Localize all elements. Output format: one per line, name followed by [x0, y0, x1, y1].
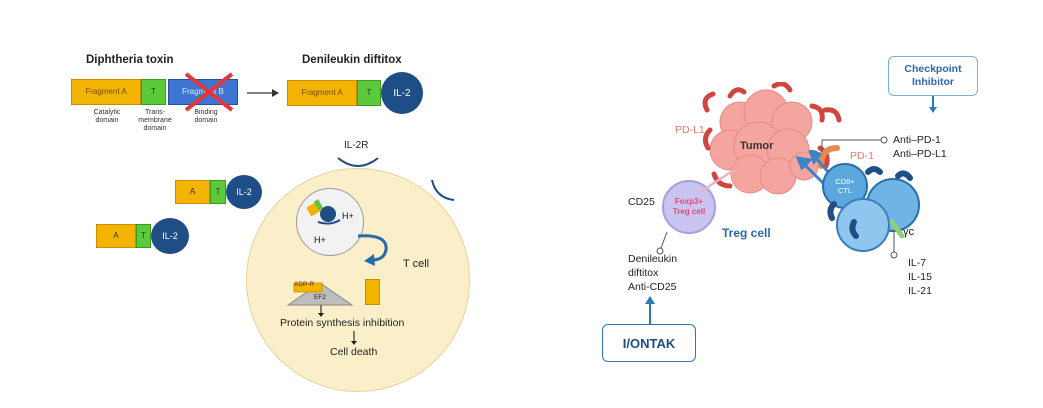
diphtheria-toxin-title: Diphtheria toxin — [86, 54, 174, 66]
cd25-label: CD25 — [628, 196, 655, 208]
transmembrane-box: T — [141, 79, 166, 105]
checkpoint-arrow-icon — [929, 96, 937, 113]
free-protein-2-t-label: T — [141, 231, 146, 240]
free-protein-2-t: T — [136, 224, 151, 248]
fusion-fragment-a-label: Fragment A — [301, 88, 343, 97]
ontak-label: I/ONTAK — [622, 335, 676, 351]
t-cell-label: T cell — [403, 258, 430, 270]
treg-cell-label: Treg cell — [722, 226, 771, 240]
il21-label: IL-21 — [908, 285, 932, 297]
ef2-complex — [286, 282, 354, 306]
denileukin-label: Denileukin — [628, 253, 678, 265]
il-pointer — [890, 230, 898, 259]
fusion-il2-circle: IL-2 — [381, 72, 423, 114]
binding-domain-label: Binding domain — [194, 109, 218, 124]
free-protein-1-il2-label: IL-2 — [236, 187, 252, 197]
tumor-peripheral-receptors — [702, 91, 842, 123]
cell-death-label: Cell death — [330, 346, 378, 358]
free-protein-2-a: A — [96, 224, 136, 248]
free-protein-1-il2: IL-2 — [226, 175, 262, 209]
pdl1-label: PD-L1 — [675, 124, 705, 136]
ctl-receptors — [827, 166, 913, 239]
fusion-il2-label: IL-2 — [393, 87, 411, 99]
checkpoint-inhibitor-box: Checkpoint Inhibitor — [888, 56, 978, 96]
transmembrane-domain-label: Trans-membrane domain — [138, 109, 172, 132]
ontak-box: I/ONTAK — [602, 324, 696, 362]
ontak-arrow-icon — [645, 296, 655, 326]
protein-synthesis-label: Protein synthesis inhibition — [280, 317, 405, 329]
fusion-fragment-a-box: Fragment A — [287, 80, 357, 106]
pd1-label: PD-1 — [850, 150, 874, 162]
treg-cell: Foxp3+ Treg cell — [662, 180, 716, 234]
down-arrow-2-icon — [351, 331, 357, 345]
fusion-transmembrane-label: T — [366, 88, 372, 97]
il7-label: IL-7 — [908, 257, 927, 269]
checkpoint-label-line2: Inhibitor — [912, 76, 954, 88]
checkpoint-label-line1: Checkpoint — [904, 63, 962, 75]
free-protein-2-il2: IL-2 — [151, 218, 189, 254]
endosome-contents — [306, 199, 341, 225]
tumor-label: Tumor — [740, 140, 774, 152]
free-protein-1-t-label: T — [215, 187, 221, 196]
released-fragment-a — [365, 279, 380, 305]
catalytic-domain-label: Catalytic domain — [93, 109, 121, 124]
cd8-label-line1: CD8+ — [835, 177, 855, 186]
gamma-c-label: γc — [903, 226, 914, 238]
free-protein-2-a-label: A — [113, 231, 119, 240]
fragment-b-box: Fragment B — [168, 79, 238, 105]
down-arrow-1-icon — [318, 305, 324, 317]
fragment-a-box: Fragment A — [71, 79, 141, 105]
ef2-label: EF2 — [314, 294, 326, 301]
diftitox-label: diftitox — [628, 267, 659, 279]
fragment-a-label: Fragment A — [85, 87, 127, 96]
anti-pd1-label: Anti–PD-1 — [893, 134, 941, 146]
cd8-label-line2: CTL — [837, 186, 853, 195]
denileukin-pointer — [656, 232, 668, 255]
arrow-icon — [247, 89, 279, 97]
foxp3-line2: Treg cell — [672, 207, 706, 216]
curved-arrow-icon — [357, 234, 388, 266]
il2r-label: IL-2R — [344, 140, 369, 151]
denileukin-diftitox-title: Denileukin diftitox — [302, 54, 402, 66]
transmembrane-label: T — [151, 87, 156, 96]
cd8-ctl-cell: CD8+ CTL — [822, 163, 868, 209]
free-protein-1-a-label: A — [189, 187, 196, 196]
free-protein-1-a: A — [175, 180, 210, 204]
hplus-label-1: H+ — [342, 211, 354, 221]
free-protein-1-t: T — [210, 180, 226, 204]
adpr-label: ADP-R — [294, 281, 315, 288]
fragment-b-label: Fragment B — [182, 87, 224, 96]
anti-cd25-label: Anti-CD25 — [628, 281, 677, 293]
il15-label: IL-15 — [908, 271, 932, 283]
ctl-lower-cell — [836, 198, 890, 252]
treg-to-tumor-arrow — [699, 168, 735, 194]
endosome — [296, 188, 364, 256]
cross-out-icon — [184, 72, 234, 112]
foxp3-line1: Foxp3+ — [674, 197, 704, 206]
free-protein-2-il2-label: IL-2 — [162, 231, 178, 241]
hplus-label-2: H+ — [314, 235, 326, 245]
anti-pd1-pointer — [821, 136, 888, 152]
fusion-transmembrane-box: T — [357, 80, 381, 106]
anti-pdl1-label: Anti–PD-L1 — [893, 148, 947, 160]
